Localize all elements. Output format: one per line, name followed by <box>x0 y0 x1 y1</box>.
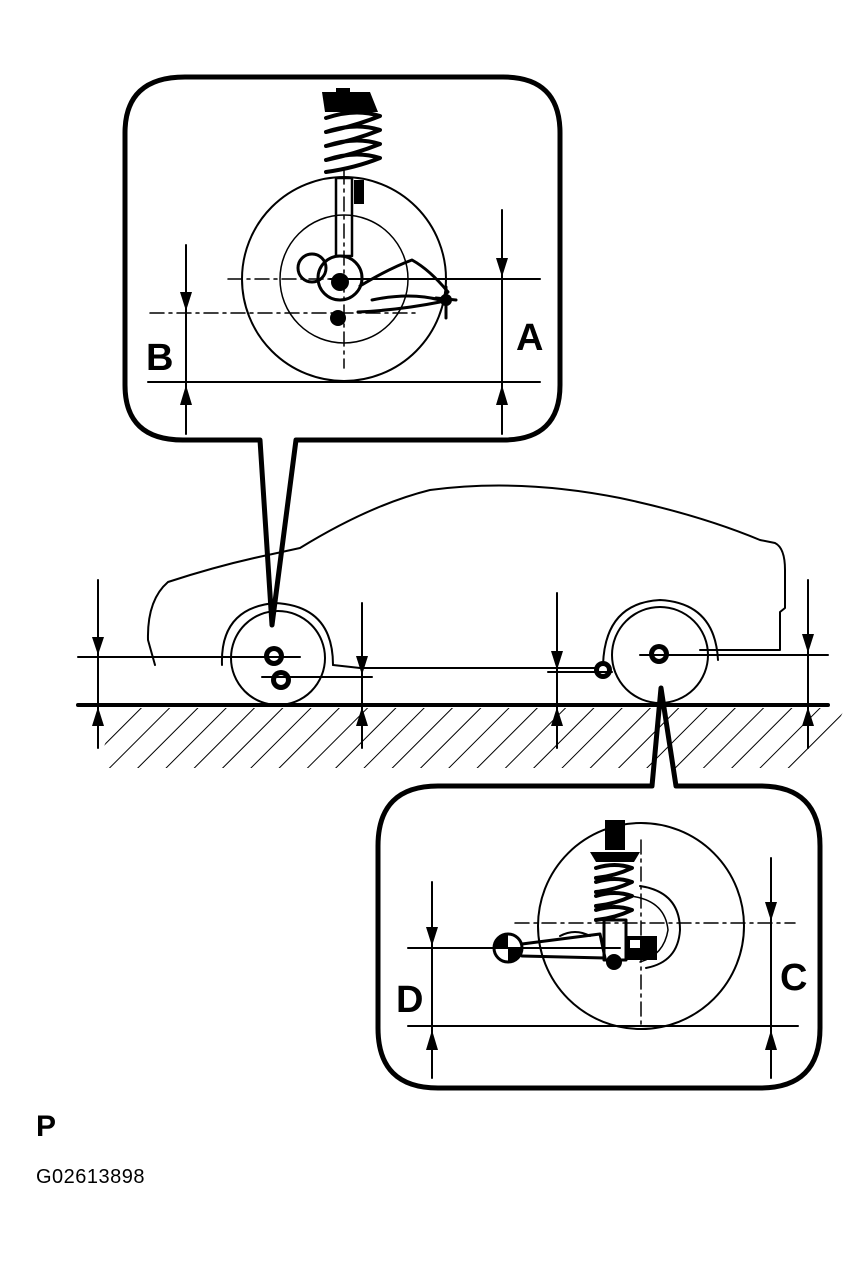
front-suspension-callout: A B <box>122 74 563 628</box>
section-letter: P <box>36 1110 57 1143</box>
label-d: D <box>396 979 423 1021</box>
ground <box>76 703 845 768</box>
label-a: A <box>516 317 543 359</box>
figure-code: G02613898 <box>36 1166 146 1188</box>
label-c: C <box>780 957 807 999</box>
car-body-outline <box>146 484 786 669</box>
label-b: B <box>146 337 173 379</box>
rear-suspension-callout: C D <box>375 685 823 1091</box>
car-dimension-lines <box>77 579 829 749</box>
